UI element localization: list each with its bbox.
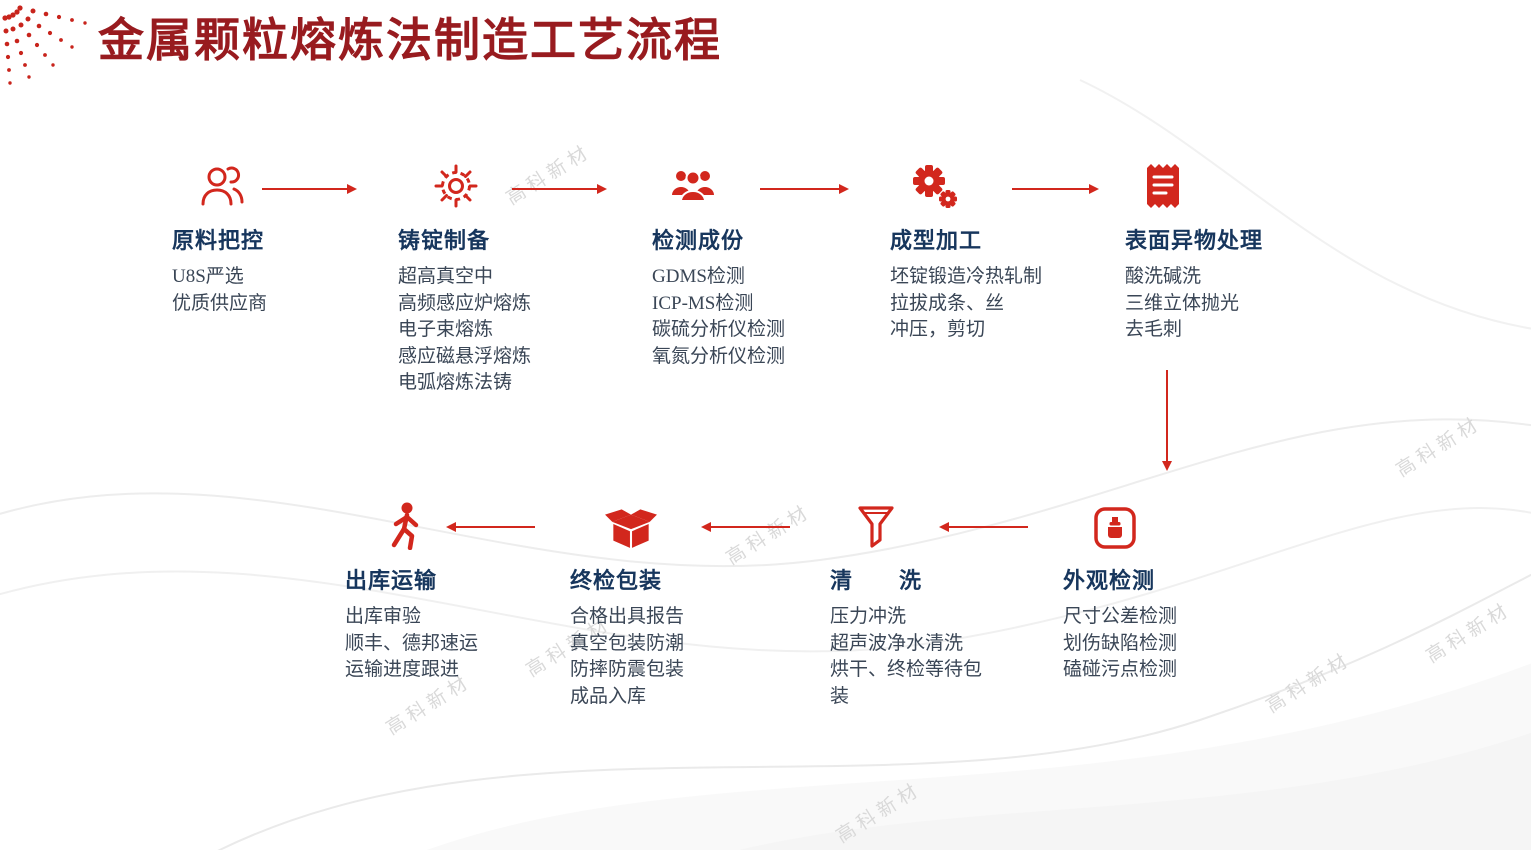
flow-arrow-right-icon [1012,184,1099,194]
step-detail-item: 磕碰污点检测 [1063,659,1178,680]
step-detail-item: U8S严选 [172,266,244,287]
flow-arrow-left-icon [701,522,790,532]
inspection-badge-icon [1063,498,1241,550]
step-detail-item: 冲压，剪切 [890,319,986,340]
step-detail-item: 真空包装防潮 [570,632,685,654]
step-raw-material-control: 原料把控 U8S严选 优质供应商 [172,158,350,317]
step-details: 超高真空中 高频感应炉熔炼 电子束熔炼 感应磁悬浮熔炼 电弧熔炼法铸 [398,264,576,397]
step-outbound-transport: 出库运输 出库审验 顺丰、德邦速运 运输进度跟进 [345,498,523,684]
step-detail-item: 成品入库 [570,685,647,707]
step-details: 尺寸公差检测 划伤缺陷检测 磕碰污点检测 [1063,604,1241,684]
step-detail-item: GDMS检测 [652,266,745,287]
step-detail-item: 碳硫分析仪检测 [652,319,786,340]
step-details: 酸洗碱洗 三维立体抛光 去毛刺 [1125,264,1303,344]
step-detail-item: 坯锭锻造冷热轧制 [890,266,1043,287]
gear-dotted-icon [398,158,576,210]
step-forming-processing: 成型加工 坯锭锻造冷热轧制 拉拔成条、丝 冲压，剪切 [890,158,1068,344]
step-detail-item: 运输进度跟进 [345,659,460,680]
watermark: 高科新材 [1392,412,1486,482]
flow-arrow-right-icon [262,184,357,194]
watermark: 高科新材 [832,778,926,848]
flow-arrow-right-icon [760,184,849,194]
step-details: 出库审验 顺丰、德邦速运 运输进度跟进 [345,604,523,684]
watermark: 高科新材 [1262,648,1356,718]
page-title: 金属颗粒熔炼法制造工艺流程 [98,13,722,67]
two-users-icon [172,158,350,210]
step-appearance-inspection: 外观检测 尺寸公差检测 划伤缺陷检测 磕碰污点检测 [1063,498,1241,684]
step-detail-item: 尺寸公差检测 [1063,606,1178,627]
flow-arrow-right-icon [512,184,607,194]
step-detail-item: 超高真空中 [398,266,494,287]
step-title: 原料把控 [172,228,265,253]
step-title: 终检包装 [570,568,663,593]
step-title: 外观检测 [1063,568,1156,593]
step-final-inspection-packaging: 终检包装 合格出具报告 真空包装防潮 防摔防震包装 成品入库 [570,498,748,710]
step-detail-item: 酸洗碱洗 [1125,266,1202,287]
step-detail-item: 电子束熔炼 [398,319,494,340]
step-detail-item: 三维立体抛光 [1125,292,1240,314]
step-detail-item: 氧氮分析仪检测 [652,345,786,367]
step-ingot-preparation: 铸锭制备 超高真空中 高频感应炉熔炼 电子束熔炼 感应磁悬浮熔炼 电弧熔炼法铸 [398,158,576,397]
step-details: 坯锭锻造冷热轧制 拉拔成条、丝 冲压，剪切 [890,264,1068,344]
step-details: 压力冲洗 超声波净水清洗 烘干、终检等待包装 [830,604,990,710]
step-details: GDMS检测 ICP-MS检测 碳硫分析仪检测 氧氮分析仪检测 [652,264,830,370]
step-details: 合格出具报告 真空包装防潮 防摔防震包装 成品入库 [570,604,748,710]
team-icon [652,158,830,210]
step-detail-item: 超声波净水清洗 [830,632,964,654]
double-gears-icon [890,158,1068,210]
funnel-icon [830,498,990,550]
receipt-icon [1125,158,1303,210]
watermark: 高科新材 [1422,598,1516,668]
step-detail-item: ICP-MS检测 [652,292,754,314]
step-detail-item: 烘干、终检等待包装 [830,659,983,707]
step-detail-item: 优质供应商 [172,292,268,314]
flow-arrow-left-icon [939,522,1028,532]
step-detail-item: 出库审验 [345,606,422,627]
step-title: 成型加工 [890,228,983,253]
step-detail-item: 感应磁悬浮熔炼 [398,345,532,367]
flow-arrow-left-icon [446,522,535,532]
step-title: 出库运输 [345,568,438,593]
step-detail-item: 去毛刺 [1125,319,1183,340]
walking-person-icon [345,498,523,550]
step-detail-item: 电弧熔炼法铸 [398,372,513,393]
step-surface-treatment: 表面异物处理 酸洗碱洗 三维立体抛光 去毛刺 [1125,158,1303,344]
step-detail-item: 高频感应炉熔炼 [398,292,532,314]
step-details: U8S严选 优质供应商 [172,264,350,317]
corner-dots-decoration [2,5,87,85]
step-title: 表面异物处理 [1125,228,1264,253]
step-detail-item: 压力冲洗 [830,606,907,627]
step-cleaning: 清 洗 压力冲洗 超声波净水清洗 烘干、终检等待包装 [830,498,990,710]
step-composition-testing: 检测成份 GDMS检测 ICP-MS检测 碳硫分析仪检测 氧氮分析仪检测 [652,158,830,370]
step-detail-item: 防摔防震包装 [570,659,685,680]
step-detail-item: 合格出具报告 [570,606,685,627]
step-title: 清 洗 [830,568,923,593]
step-detail-item: 拉拔成条、丝 [890,292,1005,314]
flow-arrow-down-icon [1162,370,1172,471]
open-box-icon [570,498,748,550]
step-title: 检测成份 [652,228,745,253]
step-title: 铸锭制备 [398,228,491,253]
step-detail-item: 划伤缺陷检测 [1063,632,1178,654]
step-detail-item: 顺丰、德邦速运 [345,632,479,654]
